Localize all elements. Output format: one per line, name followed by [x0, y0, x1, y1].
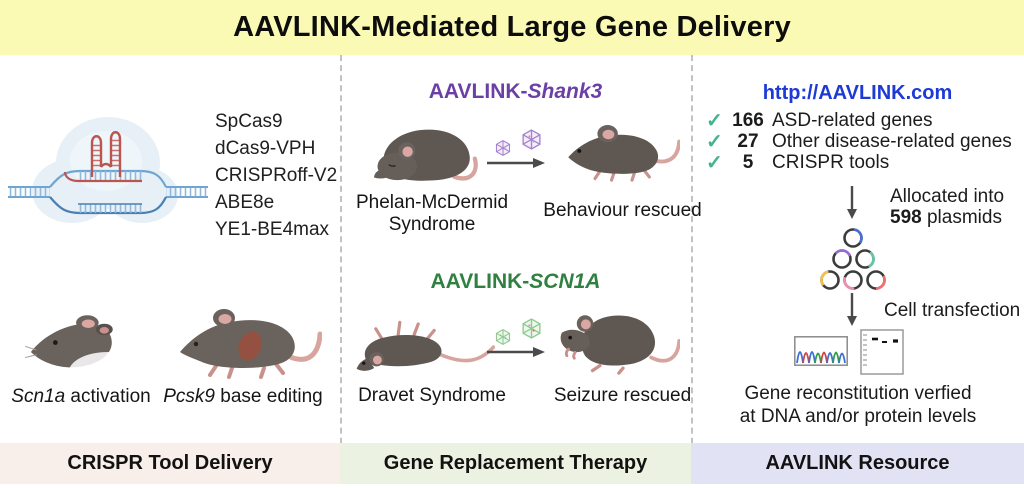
tool-item: ABE8e [215, 192, 275, 213]
verification-line2: at DNA and/or protein levels [739, 406, 977, 427]
checklist-count: 27 [737, 130, 759, 152]
allocated-label: Allocated into 598 plasmids [890, 186, 1004, 228]
plasmid-icon [843, 270, 863, 290]
example-label-pcsk9: Pcsk9 base editing [158, 386, 328, 408]
aav-capsid-icon [522, 129, 541, 150]
allocated-rest: plasmids [921, 207, 1002, 228]
panel-divider-right [691, 55, 693, 484]
checklist-item: ✓ 5 CRISPR tools [706, 152, 1012, 173]
transfection-label: Cell transfection [884, 300, 1021, 321]
checklist-item: ✓ 166 ASD-related genes [706, 110, 1012, 131]
tool-item: CRISPRoff-V2 [215, 165, 338, 186]
seizure-mouse-illustration [356, 320, 495, 371]
sitting-mouse-illustration [560, 315, 680, 375]
outcome-label-behaviour: Behaviour rescued [543, 200, 702, 221]
tool-item: YE1-BE4max [215, 219, 330, 240]
aav-capsids-scn1a [494, 317, 543, 346]
checklist-count: 5 [742, 151, 754, 173]
aav-capsid-icon [522, 318, 541, 339]
plasmid-icon [831, 249, 852, 269]
checklist-count: 166 [732, 109, 764, 131]
plasmid-pyramid [800, 228, 906, 291]
panel-divider-left [340, 55, 342, 484]
check-icon: ✓ [706, 130, 723, 153]
title-prefix: AAVLINK- [428, 80, 528, 103]
tool-item: SpCas9 [215, 111, 283, 132]
footer-crispr-tool-delivery: CRISPR Tool Delivery [0, 443, 340, 484]
crispr-complex-illustration [8, 117, 208, 223]
footer-label: AAVLINK Resource [765, 452, 950, 474]
arrow-right-icon [487, 347, 545, 357]
verification-line1: Gene reconstitution verfied [744, 383, 972, 404]
allocated-line2: 598 plasmids [890, 207, 1004, 228]
chromatogram-icon [794, 336, 848, 366]
title-gene: Shank3 [527, 80, 603, 103]
mouse-head-illustration [25, 315, 129, 383]
aav-capsid-icon [495, 329, 511, 345]
footer-label: CRISPR Tool Delivery [67, 452, 273, 474]
case-title-shank3: AAVLINK-Shank3 [340, 80, 691, 104]
plasmid-count: 598 [890, 207, 922, 228]
tool-item: dCas9-VPH [215, 138, 316, 159]
check-icon: ✓ [706, 109, 723, 132]
aavlink-url-link[interactable]: http://AAVLINK.com [762, 82, 953, 104]
crispr-tool-list: SpCas9 dCas9-VPH CRISPRoff-V2 ABE8e YE1-… [215, 108, 337, 243]
checklist-item: ✓ 27 Other disease-related genes [706, 131, 1012, 152]
verification-note: Gene reconstitution verfied at DNA and/o… [697, 382, 1019, 428]
disease-label-pms: Phelan-McDermid Syndrome [355, 192, 509, 235]
aav-capsids-shank3 [494, 128, 543, 157]
plasmid-icon [820, 270, 840, 290]
checklist-label: ASD-related genes [772, 109, 933, 131]
title-prefix: AAVLINK- [430, 270, 530, 293]
disease-label-dravet: Dravet Syndrome [358, 385, 506, 406]
sick-mouse-illustration [374, 129, 478, 181]
footer-aavlink-resource: AAVLINK Resource [691, 443, 1024, 484]
gene-name: Pcsk9 [163, 386, 215, 407]
plasmid-icon [854, 249, 875, 269]
arrow-right-icon [487, 158, 545, 168]
plasmid-icon [866, 270, 886, 290]
checklist-label: Other disease-related genes [772, 130, 1012, 152]
allocated-line1: Allocated into [890, 186, 1005, 207]
case-title-scn1a: AAVLINK-SCN1A [340, 270, 691, 294]
gel-blot-icon [860, 329, 904, 375]
arrow-down-icon [847, 293, 857, 326]
outcome-label-seizure: Seizure rescued [553, 385, 692, 406]
aav-capsid-icon [495, 140, 511, 156]
arrow-down-icon [847, 186, 857, 219]
plasmid-icon [843, 228, 863, 248]
example-label-scn1a: Scn1a activation [0, 386, 162, 408]
example-text: base editing [215, 386, 323, 407]
gene-name: Scn1a [11, 386, 66, 407]
footer-label: Gene Replacement Therapy [383, 452, 648, 474]
checklist-label: CRISPR tools [772, 151, 890, 173]
header-banner: AAVLINK-Mediated Large Gene Delivery [0, 0, 1024, 55]
resource-checklist: ✓ 166 ASD-related genes ✓ 27 Other disea… [706, 110, 1012, 173]
mouse-liver-illustration [180, 309, 322, 379]
check-icon: ✓ [706, 151, 723, 174]
rescued-mouse-illustration [568, 125, 680, 182]
title-gene: SCN1A [529, 270, 601, 293]
example-text: activation [65, 386, 151, 407]
page-title: AAVLINK-Mediated Large Gene Delivery [233, 11, 791, 43]
footer-gene-replacement-therapy: Gene Replacement Therapy [340, 443, 691, 484]
